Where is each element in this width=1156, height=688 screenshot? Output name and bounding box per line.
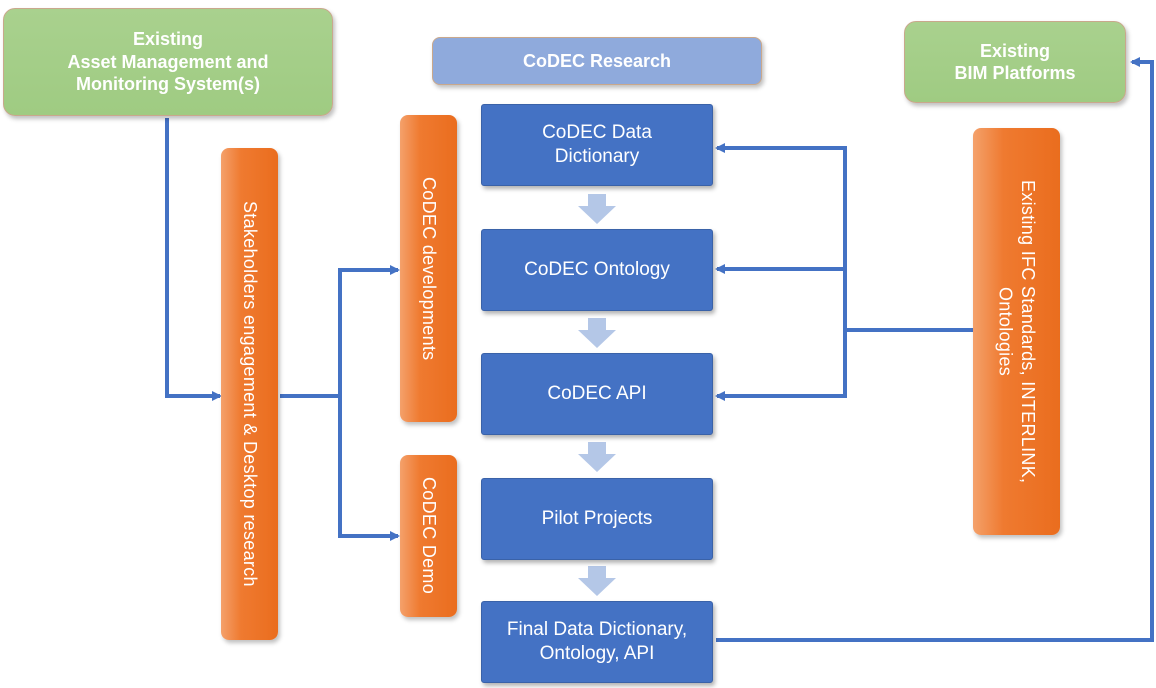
codec-demo-node: CoDEC Demo	[400, 455, 457, 617]
down-arrows	[578, 194, 616, 596]
existing-ifc-standards-node: Existing IFC Standards, INTERLINK, Ontol…	[973, 128, 1060, 535]
down-arrow-1	[578, 194, 616, 224]
ifc-to-api-connector	[715, 330, 847, 401]
down-arrow-2	[578, 318, 616, 348]
existing-bim-platforms-node: Existing BIM Platforms	[904, 21, 1126, 103]
stakeholders-engagement-label: Stakeholders engagement & Desktop resear…	[239, 201, 260, 587]
codec-developments-node: CoDEC developments	[400, 115, 457, 422]
final-to-bim-connector	[716, 57, 1154, 642]
ifc-to-dictionary-connector	[715, 143, 973, 332]
stakeholders-to-developments-connector	[280, 265, 400, 398]
existing-ifc-standards-label: Existing IFC Standards, INTERLINK, Ontol…	[995, 179, 1039, 484]
codec-data-dictionary-node: CoDEC Data Dictionary	[481, 104, 713, 186]
down-arrow-3	[578, 442, 616, 472]
codec-research-header: CoDEC Research	[432, 37, 762, 85]
pilot-projects-node: Pilot Projects	[481, 478, 713, 560]
final-data-dictionary-node: Final Data Dictionary, Ontology, API	[481, 601, 713, 683]
asset-to-stakeholders-connector	[165, 118, 222, 401]
down-arrow-4	[578, 566, 616, 596]
codec-demo-label: CoDEC Demo	[418, 477, 439, 595]
stakeholders-to-demo-connector	[338, 396, 400, 541]
existing-asset-management-node: Existing Asset Management and Monitoring…	[3, 8, 333, 116]
codec-developments-label: CoDEC developments	[418, 176, 439, 361]
stakeholders-engagement-node: Stakeholders engagement & Desktop resear…	[221, 148, 278, 640]
codec-ontology-node: CoDEC Ontology	[481, 229, 713, 311]
codec-api-node: CoDEC API	[481, 353, 713, 435]
